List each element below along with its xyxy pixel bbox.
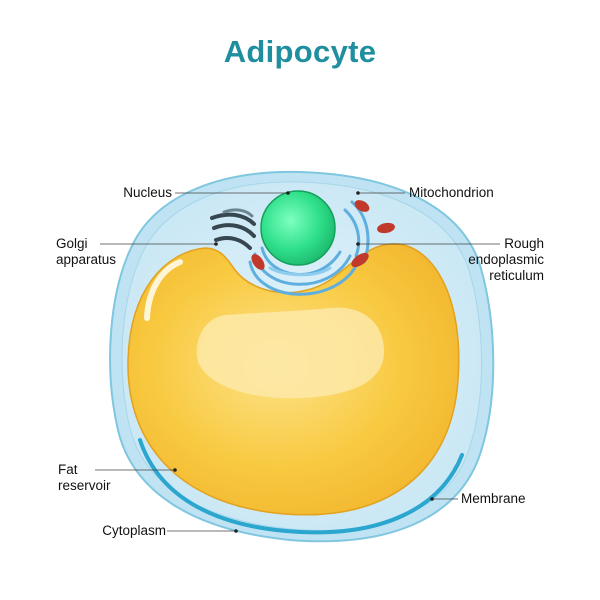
label-cytoplasm: Cytoplasm [102,523,166,538]
rough-er [248,200,370,296]
fat-highlight-zone [196,307,385,399]
leader-dots [173,191,434,533]
label-rough-er-line3: reticulum [489,268,544,283]
label-rough-er-line1: Rough [504,236,544,251]
diagram-title: Adipocyte [223,34,377,69]
mitochondria [251,200,395,270]
nucleus-shape [260,190,336,266]
label-rough-er: Rough endoplasmic reticulum [440,236,544,284]
leader-lines [95,192,500,532]
label-golgi-line1: Golgi [56,236,88,251]
label-fat-line1: Fat [58,462,78,477]
label-golgi-line2: apparatus [56,252,117,267]
golgi-apparatus [210,208,256,250]
label-fat-line2: reservoir [58,478,111,493]
label-membrane: Membrane [461,491,526,506]
label-mitochondrion: Mitochondrion [409,185,494,200]
label-fat-reservoir: Fat reservoir [58,462,138,494]
label-golgi-apparatus: Golgi apparatus [56,236,146,268]
label-rough-er-line2: endoplasmic [468,252,544,267]
fat-gloss [144,259,183,321]
label-nucleus: Nucleus [123,185,172,200]
